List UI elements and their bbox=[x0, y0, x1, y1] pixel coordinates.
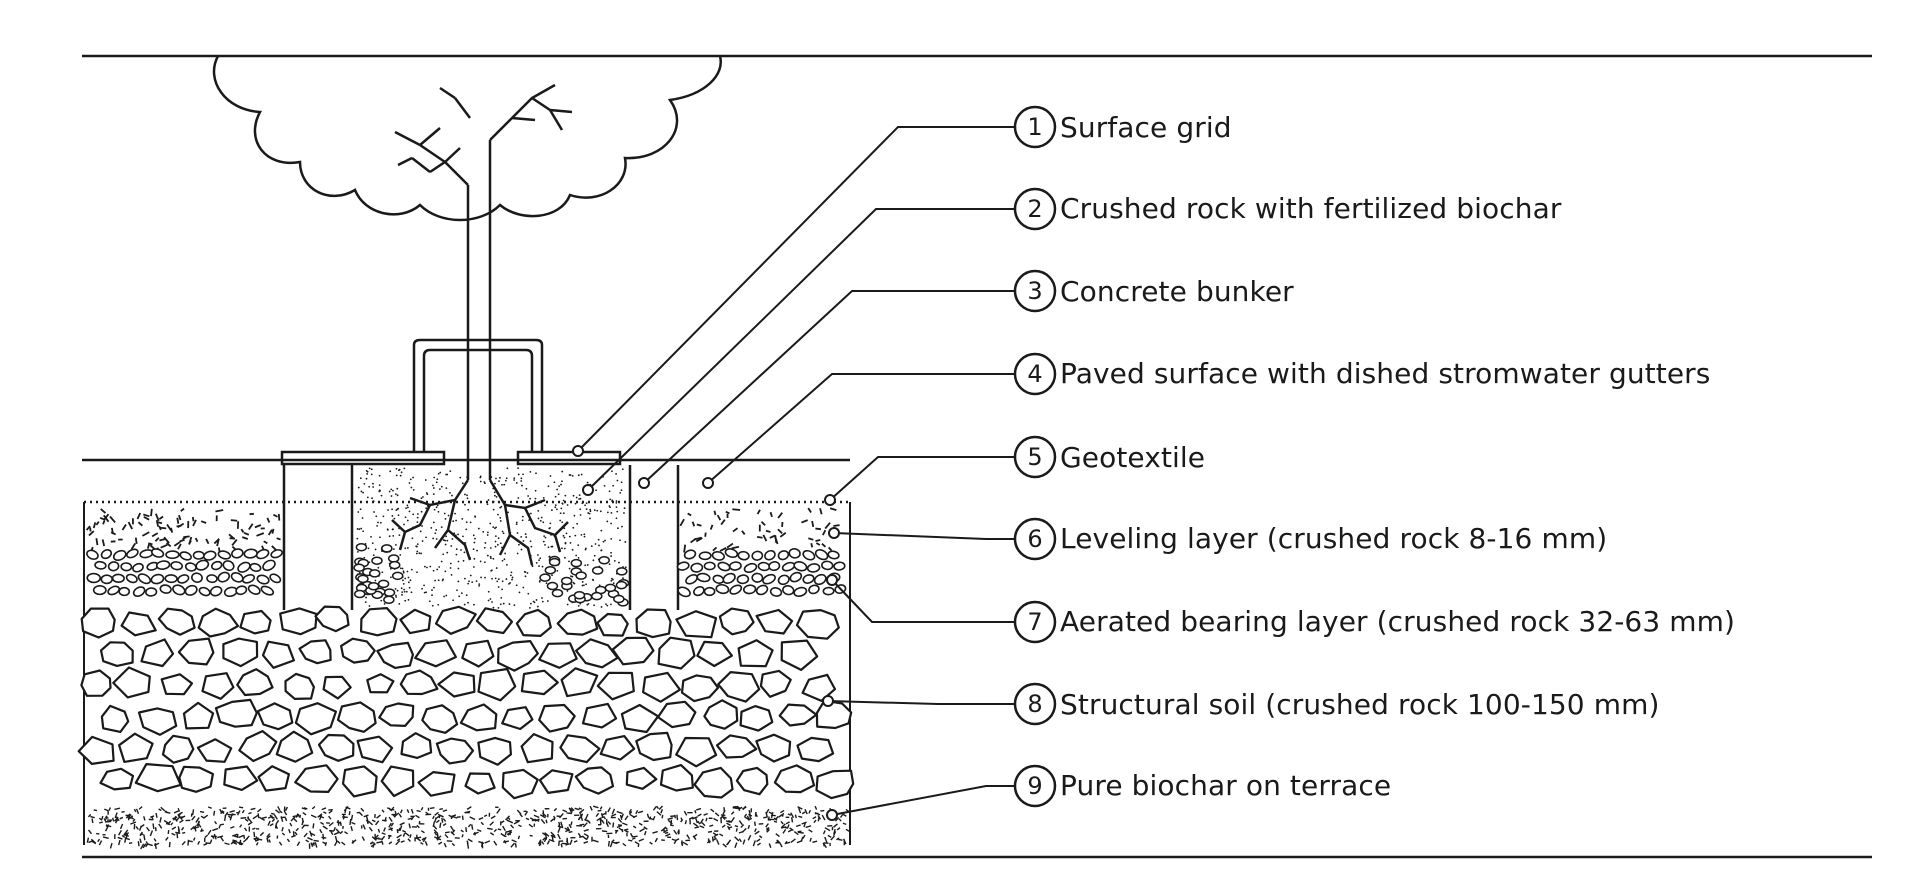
tree-support-frame bbox=[412, 338, 544, 451]
leader-line-7 bbox=[831, 579, 1015, 623]
leader-dot-2 bbox=[582, 484, 594, 496]
number-label-2: 2 bbox=[1027, 195, 1042, 223]
number-circle-2 bbox=[1013, 187, 1057, 231]
surface-grid-left bbox=[280, 450, 446, 466]
tree-roots bbox=[391, 479, 569, 566]
leader-lines bbox=[572, 126, 1015, 821]
number-circles: 1 2 3 4 5 6 7 8 9 bbox=[1013, 105, 1057, 808]
number-label-8: 8 bbox=[1027, 690, 1042, 718]
legend-label-6: Leveling layer (crushed rock 8-16 mm) bbox=[1060, 522, 1608, 555]
tree-canopy bbox=[212, 55, 723, 222]
legend-label-9: Pure biochar on terrace bbox=[1060, 769, 1392, 802]
leader-line-1 bbox=[577, 126, 1015, 452]
bearing-layer-texture bbox=[86, 548, 847, 598]
number-label-6: 6 bbox=[1027, 525, 1042, 553]
number-label-1: 1 bbox=[1027, 113, 1042, 141]
number-circle-8 bbox=[1013, 682, 1057, 726]
biochar-layer-texture bbox=[86, 805, 851, 850]
leader-dot-7 bbox=[826, 574, 838, 586]
crushed-rock-biochar-texture bbox=[353, 467, 630, 609]
leader-line-4 bbox=[707, 373, 1015, 484]
surface-grid-right bbox=[516, 450, 622, 466]
structural-soil-texture bbox=[77, 605, 855, 800]
number-circle-6 bbox=[1013, 517, 1057, 561]
leader-dot-5 bbox=[824, 494, 836, 506]
concrete-bunker bbox=[282, 465, 680, 610]
legend-label-7: Aerated bearing layer (crushed rock 32-6… bbox=[1060, 605, 1736, 638]
number-label-4: 4 bbox=[1027, 360, 1042, 388]
leader-dot-4 bbox=[702, 477, 714, 489]
legend-label-2: Crushed rock with fertilized biochar bbox=[1060, 192, 1562, 225]
leader-dot-3 bbox=[638, 477, 650, 489]
legend-label-3: Concrete bunker bbox=[1060, 275, 1294, 308]
number-label-7: 7 bbox=[1027, 608, 1042, 636]
number-circle-1 bbox=[1013, 105, 1057, 149]
leader-line-3 bbox=[643, 290, 1015, 484]
legend-label-8: Structural soil (crushed rock 100-150 mm… bbox=[1060, 688, 1660, 721]
leader-line-9 bbox=[831, 785, 1015, 816]
number-circle-4 bbox=[1013, 352, 1057, 396]
leader-line-8 bbox=[827, 700, 1015, 705]
legend-label-1: Surface grid bbox=[1060, 111, 1232, 144]
leader-line-6 bbox=[833, 532, 1015, 540]
legend: Surface grid Crushed rock with fertilize… bbox=[1060, 0, 1920, 894]
number-circle-3 bbox=[1013, 269, 1057, 313]
leveling-layer-texture bbox=[85, 507, 840, 556]
legend-label-4: Paved surface with dished stromwater gut… bbox=[1060, 357, 1711, 390]
leader-line-2 bbox=[587, 208, 1015, 491]
number-circle-7 bbox=[1013, 600, 1057, 644]
legend-label-5: Geotextile bbox=[1060, 441, 1206, 474]
number-circle-5 bbox=[1013, 435, 1057, 479]
leader-dot-9 bbox=[826, 809, 838, 821]
leader-dot-8 bbox=[822, 695, 834, 707]
number-circle-9 bbox=[1013, 764, 1057, 808]
leader-dot-6 bbox=[828, 527, 840, 539]
leader-line-5 bbox=[829, 456, 1015, 501]
tree-branches bbox=[394, 83, 573, 186]
leader-dot-1 bbox=[572, 445, 584, 457]
number-label-3: 3 bbox=[1027, 277, 1042, 305]
number-label-5: 5 bbox=[1027, 443, 1042, 471]
number-label-9: 9 bbox=[1027, 772, 1042, 800]
